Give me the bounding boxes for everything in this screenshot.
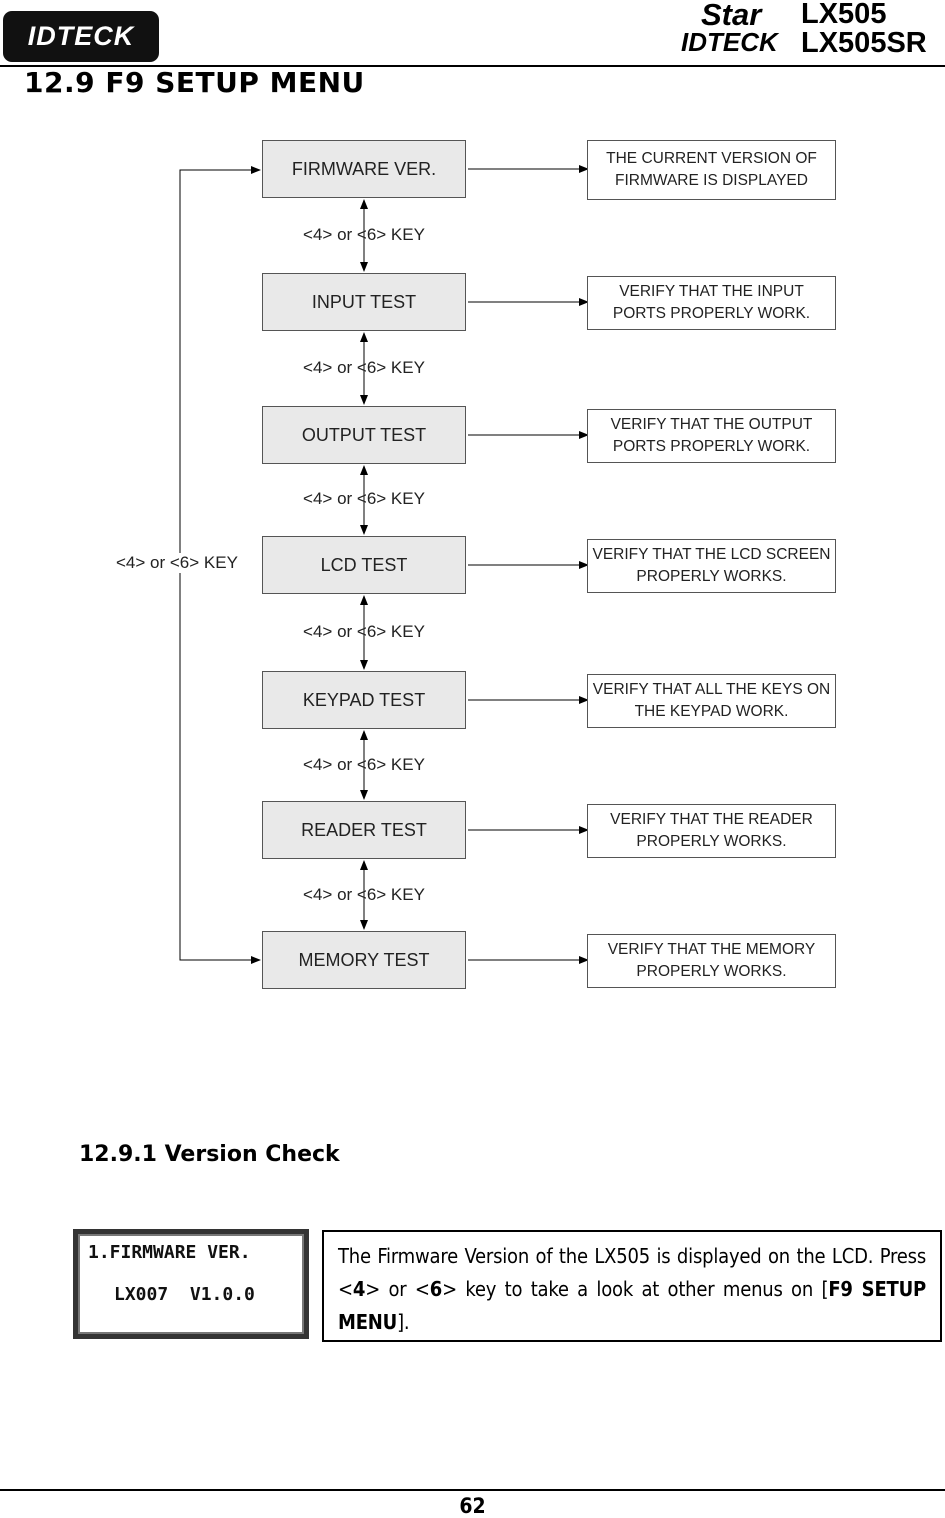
product-brand: Star LX505 IDTECK LX505SR (681, 0, 941, 60)
desc-reader-test: VERIFY THAT THE READER PROPERLY WORKS. (587, 804, 836, 858)
explanation-box: The Firmware Version of the LX505 is dis… (322, 1230, 942, 1342)
header-rule (0, 65, 945, 67)
loop-key-label: <4> or <6> KEY (112, 553, 242, 573)
lcd-display: 1.FIRMWARE VER. LX007 V1.0.0 (73, 1229, 309, 1339)
lcd-screen: 1.FIRMWARE VER. LX007 V1.0.0 (78, 1234, 304, 1334)
key-label: <4> or <6> KEY (303, 358, 425, 377)
explanation-text: The Firmware Version of the LX505 is dis… (338, 1244, 926, 1301)
page-number: 62 (459, 1494, 486, 1518)
lcd-line-2: LX007 V1.0.0 (114, 1284, 255, 1305)
brand-model-lx505sr: LX505SR (801, 27, 927, 59)
footer-rule (0, 1489, 945, 1491)
key-label: <4> or <6> KEY (303, 225, 425, 244)
logo-text: IDTECK (27, 21, 135, 51)
explanation-text: ]. (397, 1310, 410, 1334)
key-label: <4> or <6> KEY (303, 489, 425, 508)
explanation-text: > key to take a look at other menus on [ (442, 1277, 829, 1301)
desc-firmware-ver: THE CURRENT VERSION OF FIRMWARE IS DISPL… (587, 140, 836, 200)
menu-keypad-test: KEYPAD TEST (262, 671, 466, 729)
idteck-logo: IDTECK (3, 11, 159, 62)
key-4: 4 (352, 1277, 366, 1301)
key-label: <4> or <6> KEY (303, 885, 425, 904)
key-label: <4> or <6> KEY (303, 622, 425, 641)
menu-memory-test: MEMORY TEST (262, 931, 466, 989)
brand-star: Star (701, 0, 762, 32)
lcd-line-1: 1.FIRMWARE VER. (88, 1242, 251, 1263)
menu-reader-test: READER TEST (262, 801, 466, 859)
explanation-text: > or < (365, 1277, 430, 1301)
brand-model-lx505: LX505 (801, 0, 887, 30)
desc-output-test: VERIFY THAT THE OUTPUT PORTS PROPERLY WO… (587, 409, 836, 463)
subsection-title: 12.9.1 Version Check (79, 1142, 340, 1167)
menu-lcd-test: LCD TEST (262, 536, 466, 594)
desc-input-test: VERIFY THAT THE INPUT PORTS PROPERLY WOR… (587, 276, 836, 330)
brand-idteck: IDTECK (681, 27, 778, 57)
key-label: <4> or <6> KEY (303, 755, 425, 774)
key-6: 6 (429, 1277, 443, 1301)
menu-firmware-ver: FIRMWARE VER. (262, 140, 466, 198)
desc-lcd-test: VERIFY THAT THE LCD SCREEN PROPERLY WORK… (587, 539, 836, 593)
desc-keypad-test: VERIFY THAT ALL THE KEYS ON THE KEYPAD W… (587, 674, 836, 728)
menu-input-test: INPUT TEST (262, 273, 466, 331)
menu-output-test: OUTPUT TEST (262, 406, 466, 464)
desc-memory-test: VERIFY THAT THE MEMORY PROPERLY WORKS. (587, 934, 836, 988)
menu-reference: F9 SETUP MENU (338, 1277, 927, 1334)
section-title: 12.9 F9 SETUP MENU (24, 66, 365, 99)
